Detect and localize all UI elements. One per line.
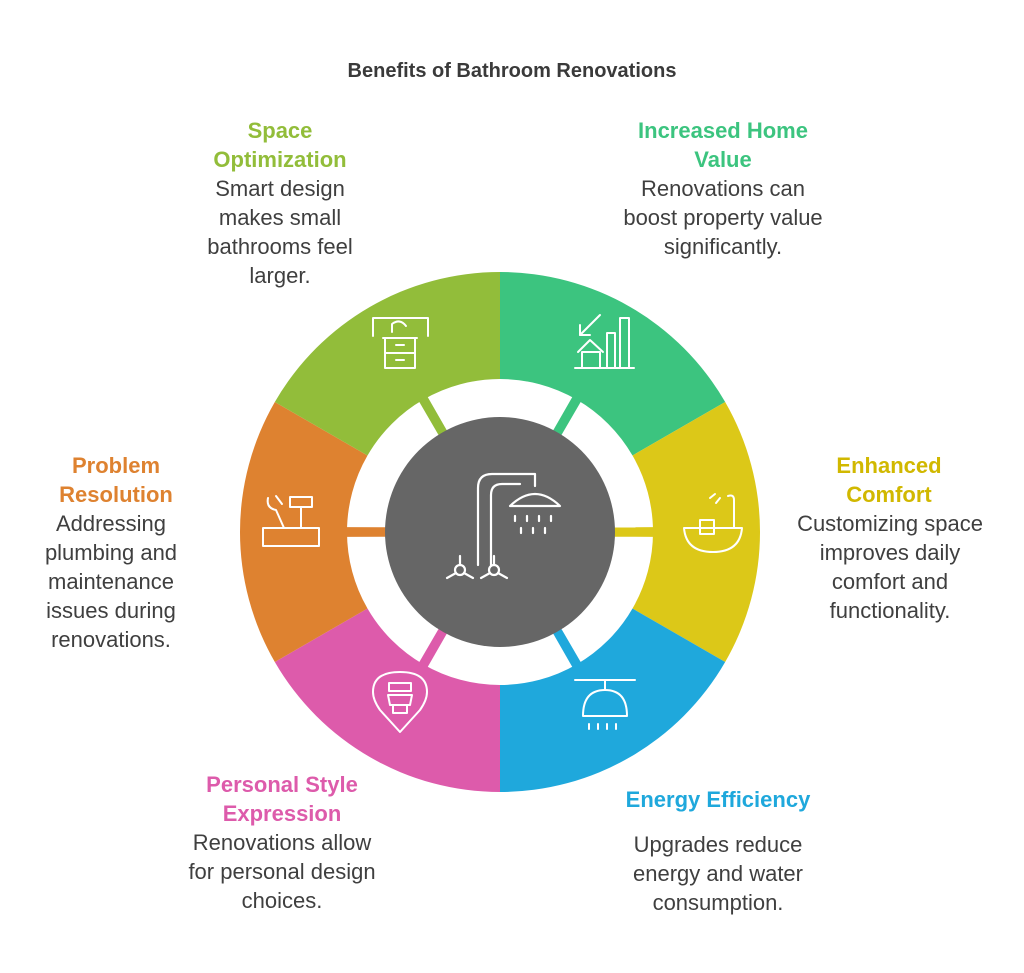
heading-energy-efficiency: Energy Efficiency [625, 787, 811, 812]
desc-space-optimization: Smart design makes small bathrooms feel … [207, 176, 353, 288]
shower-faucet-icon [445, 472, 562, 580]
segment-energy [500, 608, 726, 792]
desc-energy-efficiency: Upgrades reduce energy and water consump… [633, 832, 803, 915]
segment-space [274, 272, 500, 456]
label-problem-resolution: Problem Resolution Addressing plumbing a… [26, 451, 196, 654]
segment-problem [240, 402, 368, 662]
heading-space-optimization: Space Optimization [213, 118, 347, 172]
connector-energy [548, 620, 582, 669]
vanity-sink-icon [372, 317, 429, 369]
heading-increased-home-value: Increased Home Value [638, 118, 808, 172]
desc-enhanced-comfort: Customizing space improves daily comfort… [797, 511, 983, 623]
connector-space [418, 395, 452, 444]
desc-increased-home-value: Renovations can boost property value sig… [623, 176, 823, 259]
label-enhanced-comfort: Enhanced Comfort Customizing space impro… [792, 451, 988, 625]
tools-toolbox-icon [262, 495, 320, 547]
desc-problem-resolution: Addressing plumbing and maintenance issu… [44, 511, 178, 652]
heading-personal-style-expression: Personal Style Expression [206, 772, 358, 826]
segment-value [500, 272, 726, 456]
diagram-title: Benefits of Bathroom Renovations [347, 60, 677, 82]
connector-style [418, 620, 452, 669]
connector-problem [345, 527, 396, 537]
segment-style [274, 608, 500, 792]
desc-personal-style-expression: Renovations allow for personal design ch… [188, 830, 376, 913]
label-increased-home-value: Increased Home Value Renovations can boo… [618, 116, 828, 261]
center-hub [385, 417, 615, 647]
heading-problem-resolution: Problem Resolution [59, 453, 173, 507]
connector-value [548, 395, 582, 444]
segment-comfort [632, 402, 760, 662]
label-personal-style-expression: Personal Style Expression Renovations al… [182, 770, 382, 915]
toilet-pin-icon [372, 671, 428, 733]
bathtub-icon [683, 493, 743, 553]
heading-enhanced-comfort: Enhanced Comfort [836, 453, 942, 507]
label-space-optimization: Space Optimization Smart design makes sm… [195, 116, 365, 290]
label-energy-efficiency: Energy Efficiency Upgrades reduce energy… [608, 785, 828, 917]
house-growth-chart-icon [574, 314, 635, 369]
shower-head-icon [574, 679, 636, 730]
connector-comfort [604, 527, 655, 537]
